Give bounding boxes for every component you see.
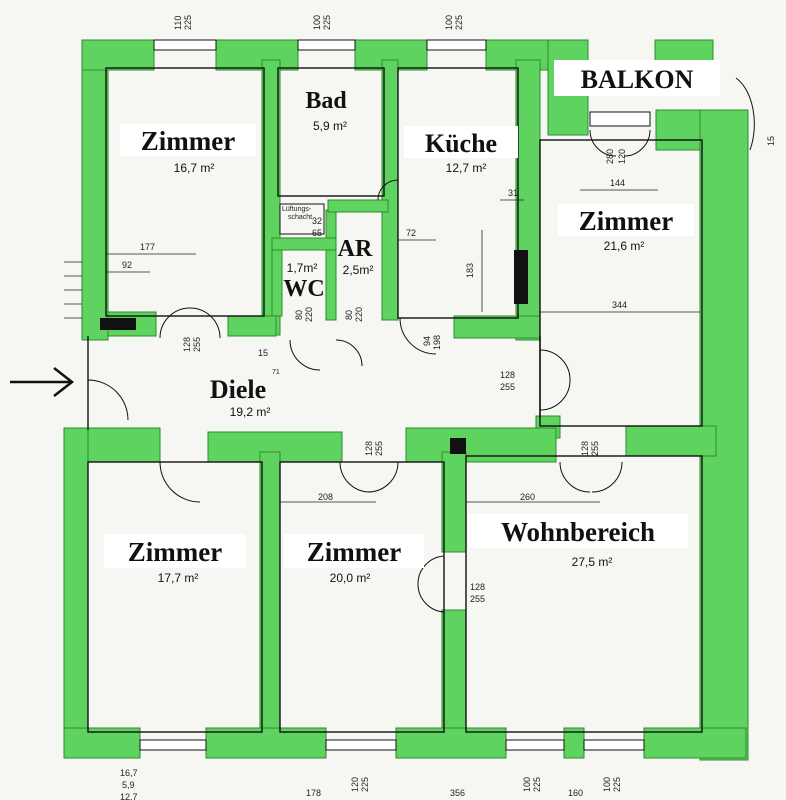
windows [139,39,651,751]
svg-text:Küche: Küche [425,129,497,158]
svg-text:255: 255 [590,441,600,456]
svg-text:94: 94 [422,336,432,346]
svg-text:220: 220 [354,307,364,322]
svg-text:17,7 m²: 17,7 m² [158,571,199,585]
dimension-labels: 110 225 100 225 100 225 177 92 32 65 72 … [120,15,776,800]
svg-text:225: 225 [183,15,193,30]
svg-text:20,0 m²: 20,0 m² [330,571,371,585]
room-outlines [87,67,703,733]
svg-text:16,7 m²: 16,7 m² [174,161,215,175]
svg-text:AR: AR [338,236,373,262]
svg-text:32: 32 [312,216,322,226]
svg-text:178: 178 [306,788,321,798]
svg-text:Zimmer: Zimmer [141,126,235,156]
room-label-balkon: BALKON [554,60,720,96]
svg-text:220: 220 [304,307,314,322]
svg-text:27,5 m²: 27,5 m² [572,555,613,569]
svg-text:1,7m²: 1,7m² [287,261,318,275]
svg-text:Bad: Bad [305,88,347,114]
svg-text:5,9: 5,9 [122,780,135,790]
svg-text:80: 80 [344,310,354,320]
room-label-ar: AR 2,5m² [338,236,374,277]
svg-text:128: 128 [470,582,485,592]
svg-text:144: 144 [610,178,625,188]
room-label-diele: Diele 19,2 m² [210,375,271,419]
svg-text:160: 160 [568,788,583,798]
svg-text:255: 255 [374,441,384,456]
arrow-right-icon [10,367,75,397]
svg-text:128: 128 [182,337,192,352]
svg-text:255: 255 [470,594,485,604]
svg-text:128: 128 [364,441,374,456]
svg-text:BALKON: BALKON [581,65,694,94]
svg-text:225: 225 [322,15,332,30]
svg-text:100: 100 [312,15,322,30]
svg-text:72: 72 [406,228,416,238]
svg-text:120: 120 [350,777,360,792]
svg-text:344: 344 [612,300,627,310]
svg-text:Lüftungs-: Lüftungs- [282,206,312,213]
svg-text:225: 225 [454,15,464,30]
svg-text:120: 120 [617,149,627,164]
room-label-kueche: Küche 12,7 m² [404,126,518,175]
svg-text:260: 260 [520,492,535,502]
svg-text:100: 100 [602,777,612,792]
svg-text:65: 65 [312,228,322,238]
svg-text:225: 225 [532,777,542,792]
svg-text:5,9 m²: 5,9 m² [313,119,347,133]
svg-text:15: 15 [766,136,776,146]
svg-text:255: 255 [192,337,202,352]
svg-text:198: 198 [432,335,442,350]
svg-text:21,6 m²: 21,6 m² [604,239,645,253]
svg-text:Zimmer: Zimmer [128,537,222,567]
room-label-zimmer-ne: Zimmer 21,6 m² [558,204,694,253]
shaft-markers [100,203,528,454]
svg-text:80: 80 [294,310,304,320]
room-label-wohnbereich: Wohnbereich 27,5 m² [468,514,688,569]
svg-text:128: 128 [500,370,515,380]
svg-text:177: 177 [140,242,155,252]
svg-text:92: 92 [122,260,132,270]
svg-text:71: 71 [272,369,280,376]
svg-text:280: 280 [605,149,615,164]
svg-text:225: 225 [612,777,622,792]
svg-text:WC: WC [283,276,324,302]
room-label-zimmer-s: Zimmer 20,0 m² [284,534,424,585]
svg-text:183: 183 [465,263,475,278]
svg-text:Zimmer: Zimmer [307,537,401,567]
svg-text:12,7 m²: 12,7 m² [446,161,487,175]
room-label-zimmer-nw: Zimmer 16,7 m² [120,124,256,175]
room-label-zimmer-sw: Zimmer 17,7 m² [104,534,246,585]
svg-text:225: 225 [360,777,370,792]
svg-text:19,2 m²: 19,2 m² [230,405,271,419]
dimension-lines [106,189,700,503]
svg-text:Zimmer: Zimmer [579,206,673,236]
doors [87,77,755,613]
svg-text:Diele: Diele [210,375,266,404]
svg-text:208: 208 [318,492,333,502]
svg-text:12,7: 12,7 [120,792,138,800]
room-label-bad: Bad 5,9 m² [305,88,347,133]
lueftungsschacht-label: Lüftungs- schacht [282,206,312,221]
svg-text:100: 100 [444,15,454,30]
svg-text:356: 356 [450,788,465,798]
svg-text:15: 15 [258,348,268,358]
svg-text:100: 100 [522,777,532,792]
svg-text:schacht: schacht [288,214,312,221]
svg-text:255: 255 [500,382,515,392]
svg-text:16,7: 16,7 [120,768,138,778]
svg-text:110: 110 [173,16,183,30]
svg-text:2,5m²: 2,5m² [343,263,374,277]
room-label-wc: 1,7m² WC [283,261,324,302]
svg-text:Wohnbereich: Wohnbereich [501,517,655,547]
svg-text:128: 128 [580,441,590,456]
stair-lines [64,261,82,319]
svg-text:31: 31 [508,188,518,198]
